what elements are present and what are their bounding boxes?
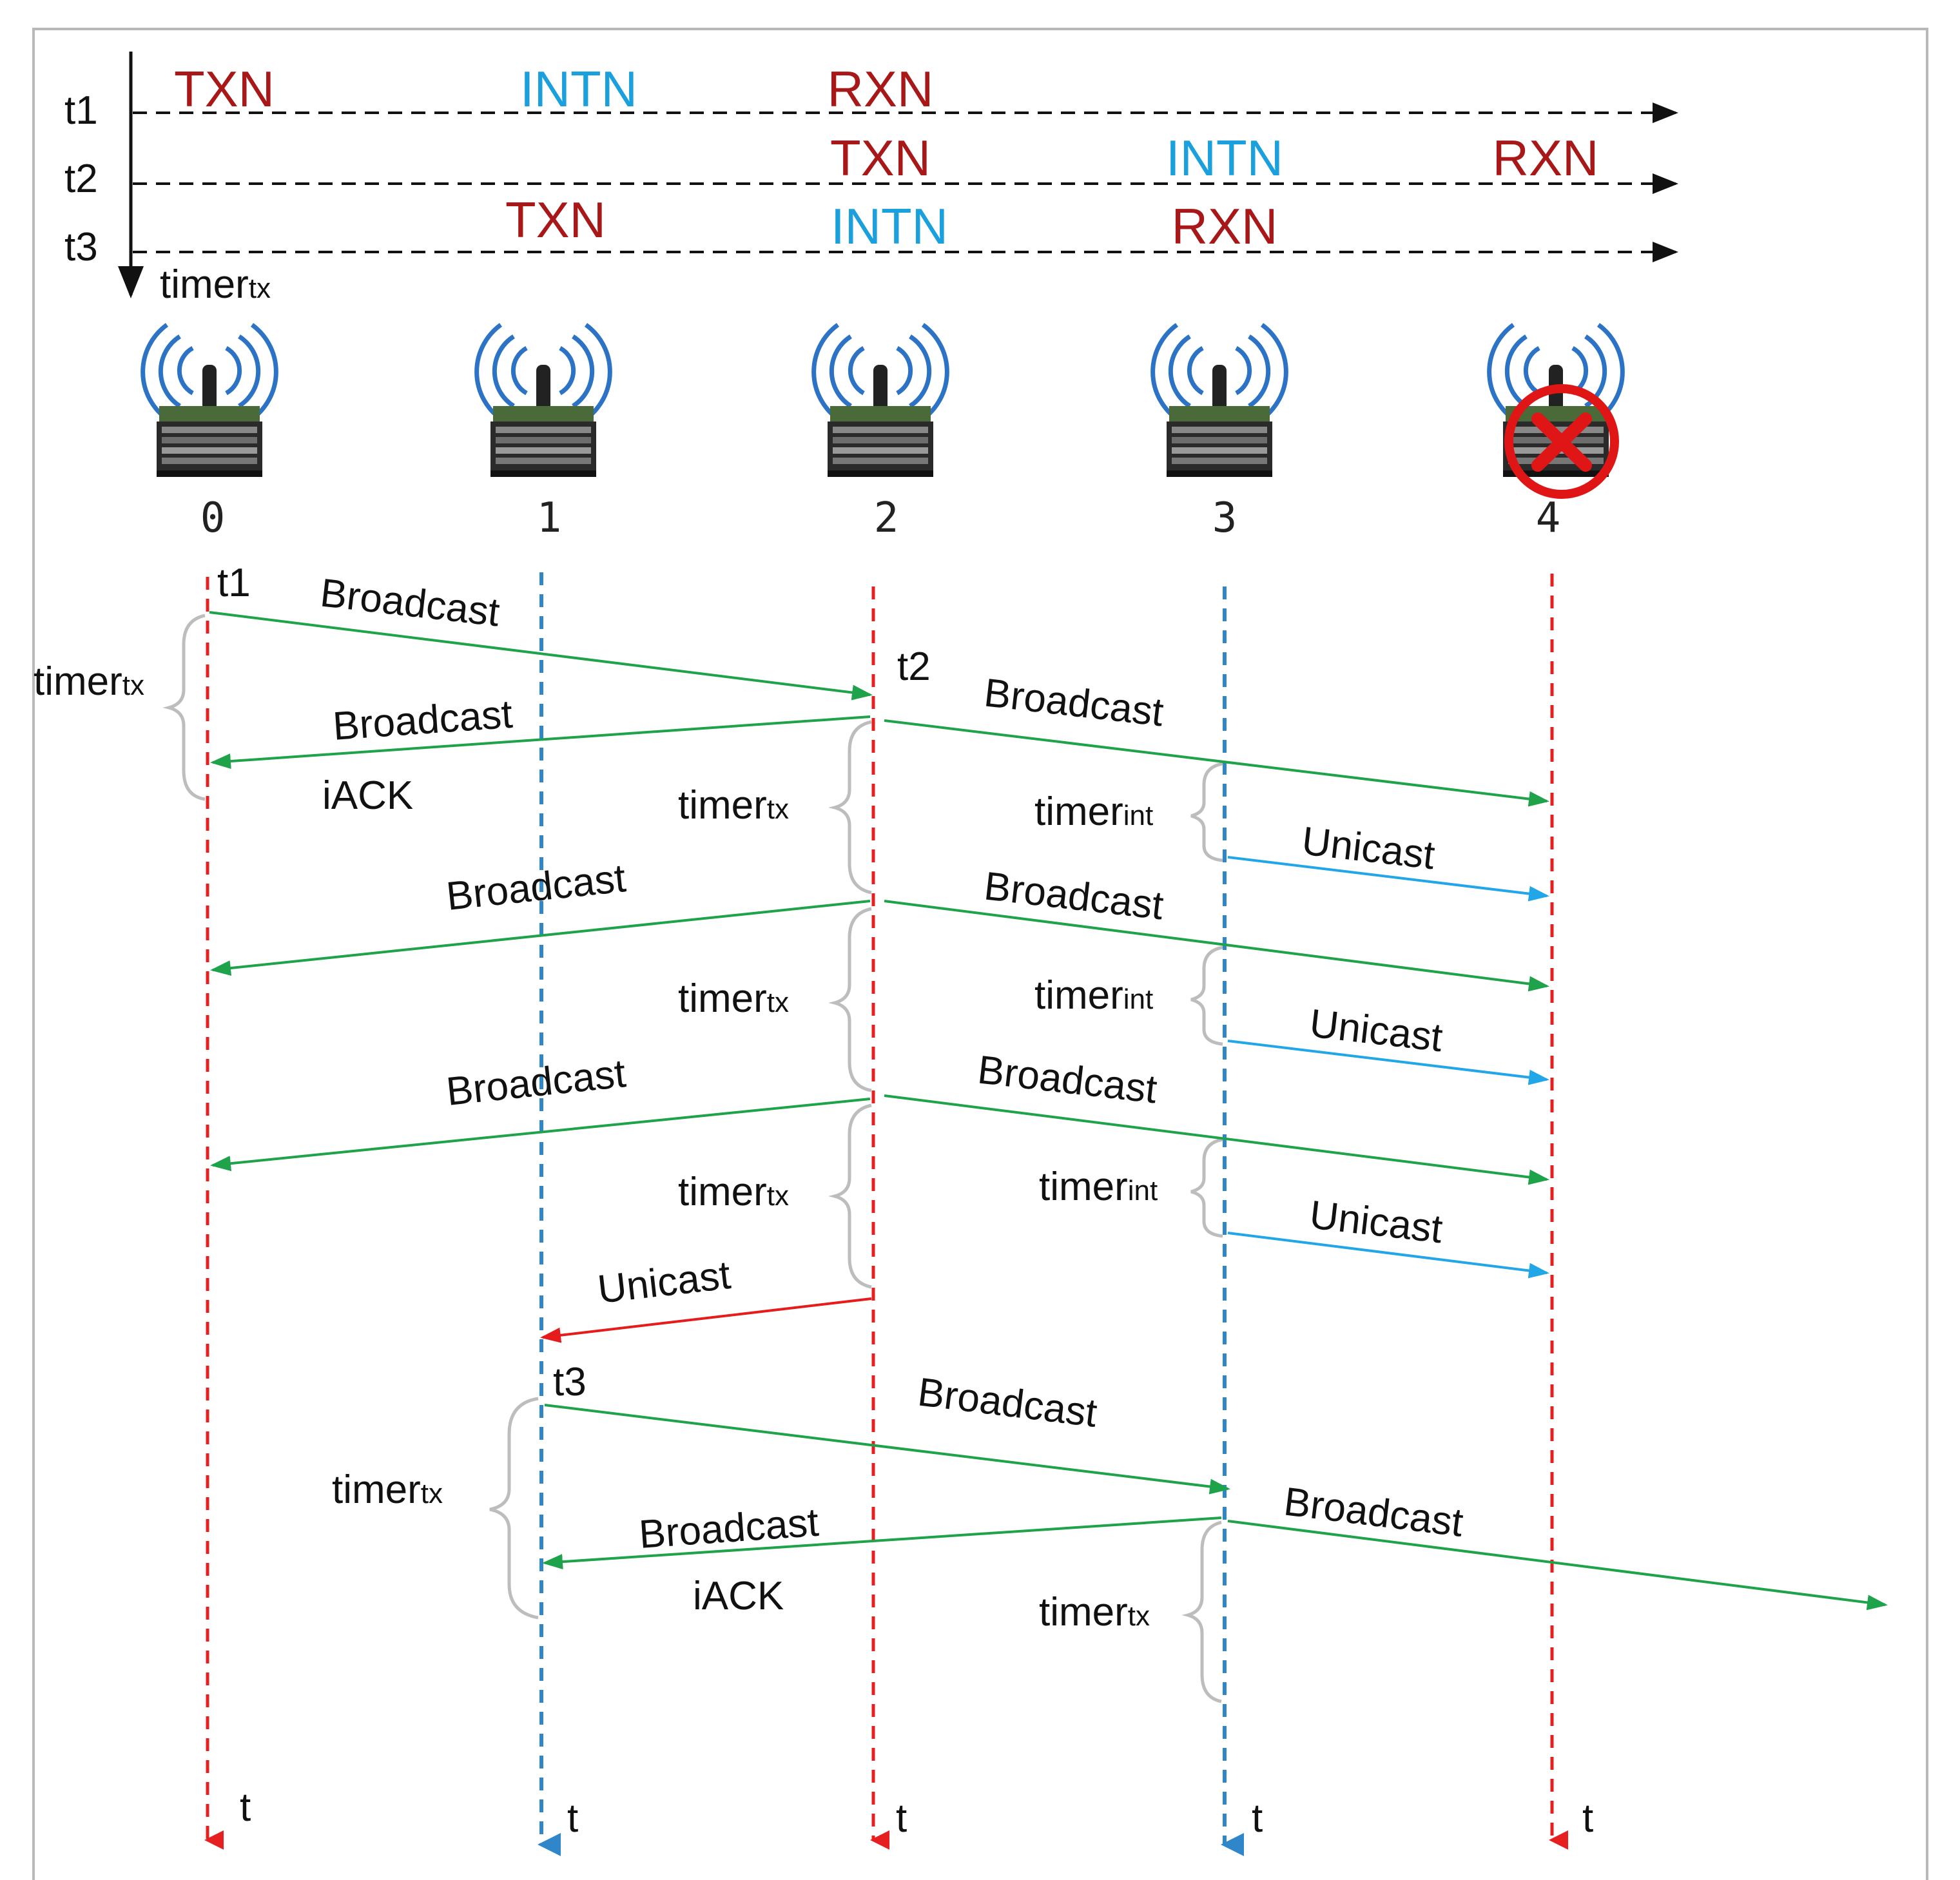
wireless-node-icon bbox=[477, 325, 610, 477]
broadcast-label: Broadcast bbox=[982, 670, 1165, 735]
broadcast-label: Broadcast bbox=[975, 1047, 1159, 1112]
broadcast-label: Broadcast bbox=[318, 570, 501, 635]
node-1: 1 bbox=[477, 325, 610, 542]
timeline-row-label: t1 bbox=[64, 88, 98, 133]
unicast-arrow bbox=[1227, 1232, 1549, 1279]
timeline-panel: timertx t1 TXN INTN RXN t2 TXN INTN RXN … bbox=[64, 52, 1678, 307]
timer-braces bbox=[162, 614, 1223, 1703]
lifeline-end-label: t bbox=[1582, 1796, 1593, 1841]
frame-border bbox=[32, 28, 1928, 1880]
state-txn: TXN bbox=[174, 61, 275, 117]
state-txn: TXN bbox=[830, 130, 931, 186]
lifeline-end-label: t bbox=[1252, 1796, 1263, 1841]
message-labels: Broadcast Broadcast iACK Broadcast Unica… bbox=[318, 570, 1465, 1618]
timeline-row-label: t2 bbox=[64, 157, 98, 201]
unicast-arrow bbox=[540, 1297, 872, 1343]
timer-brace bbox=[489, 1397, 539, 1620]
iack-label: iACK bbox=[693, 1574, 784, 1618]
node-label: 2 bbox=[874, 494, 899, 542]
iack-label: iACK bbox=[322, 773, 413, 818]
node-label: 0 bbox=[200, 494, 226, 542]
broadcast-arrow bbox=[884, 900, 1549, 992]
start-label-t2: t2 bbox=[897, 644, 931, 689]
state-rxn: RXN bbox=[1172, 198, 1278, 255]
broadcast-arrow bbox=[1227, 1520, 1888, 1611]
timer-int-label: timerint bbox=[1034, 973, 1153, 1018]
timer-tx-label: timertx bbox=[332, 1468, 443, 1512]
message-arrows bbox=[209, 611, 1888, 1611]
broadcast-arrow bbox=[884, 1094, 1549, 1185]
lifeline-end-label: t bbox=[896, 1796, 907, 1841]
unicast-arrow bbox=[1227, 1040, 1549, 1085]
timer-brace bbox=[1190, 945, 1223, 1046]
node-2: 2 bbox=[814, 325, 947, 542]
state-rxn: RXN bbox=[1493, 130, 1599, 186]
timer-tx-label: timertx bbox=[678, 1170, 789, 1214]
wireless-node-icon bbox=[143, 325, 277, 477]
timeline-row-t2: t2 TXN INTN RXN bbox=[64, 130, 1678, 201]
time-axis-label: timertx bbox=[160, 262, 271, 307]
broadcast-label: Broadcast bbox=[982, 864, 1165, 928]
node-3: 3 bbox=[1153, 325, 1286, 542]
timer-brace bbox=[1190, 1138, 1223, 1238]
state-intn: INTN bbox=[520, 61, 637, 117]
broadcast-label: Broadcast bbox=[915, 1370, 1099, 1436]
wireless-node-icon bbox=[814, 325, 947, 477]
timer-brace bbox=[1190, 762, 1223, 862]
state-intn: INTN bbox=[1166, 130, 1283, 186]
node-label: 4 bbox=[1536, 494, 1561, 542]
timeline-row-t3: t3 TXN INTN RXN bbox=[64, 191, 1678, 269]
broadcast-label: Broadcast bbox=[444, 1051, 628, 1114]
broadcast-arrow bbox=[210, 900, 871, 976]
broadcast-arrow bbox=[209, 611, 873, 701]
timer-brace bbox=[828, 907, 872, 1092]
node-label: 1 bbox=[537, 494, 562, 542]
timeline-row-t1: t1 TXN INTN RXN bbox=[64, 61, 1678, 133]
broadcast-arrow bbox=[884, 719, 1549, 807]
start-label-t3: t3 bbox=[553, 1360, 587, 1404]
broadcast-arrow bbox=[544, 1404, 1230, 1495]
start-label-t1: t1 bbox=[217, 561, 251, 605]
state-rxn: RXN bbox=[828, 61, 934, 117]
unicast-label: Unicast bbox=[1307, 1001, 1444, 1060]
timer-brace bbox=[1181, 1520, 1222, 1703]
broadcast-label: Broadcast bbox=[1281, 1479, 1465, 1546]
wireless-node-icon bbox=[1153, 325, 1286, 477]
failed-node-x-icon bbox=[1531, 412, 1592, 472]
timer-int-label: timerint bbox=[1039, 1165, 1158, 1209]
timer-int-label: timerint bbox=[1034, 790, 1153, 834]
node-label: 3 bbox=[1212, 494, 1237, 542]
timer-tx-label: timertx bbox=[678, 783, 789, 828]
broadcast-arrow bbox=[210, 1098, 871, 1172]
node-4: 4 bbox=[1489, 325, 1623, 542]
unicast-arrow bbox=[1227, 856, 1549, 902]
state-txn: TXN bbox=[505, 191, 606, 248]
timeline-row-label: t3 bbox=[64, 225, 98, 269]
lifelines bbox=[204, 572, 1568, 1856]
broadcast-arrow bbox=[542, 1517, 1222, 1570]
timer-brace bbox=[828, 1103, 872, 1289]
timer-tx-label: timertx bbox=[1039, 1590, 1150, 1634]
state-intn: INTN bbox=[831, 198, 948, 255]
lifeline-end-label: t bbox=[240, 1785, 251, 1830]
broadcast-arrow bbox=[210, 715, 871, 770]
unicast-label: Unicast bbox=[1307, 1192, 1444, 1252]
broadcast-label: Broadcast bbox=[444, 856, 628, 919]
broadcast-label: Broadcast bbox=[331, 692, 514, 749]
node-0: 0 bbox=[143, 325, 277, 542]
timer-labels: timertx timertx timertx timertx timerint… bbox=[34, 659, 1158, 1634]
lifeline-end-label: t bbox=[567, 1796, 578, 1841]
timer-brace bbox=[162, 614, 206, 801]
timer-brace bbox=[828, 720, 872, 895]
broadcast-label: Broadcast bbox=[637, 1500, 820, 1557]
failed-node-circle-icon bbox=[1504, 384, 1619, 499]
timer-tx-label: timertx bbox=[678, 976, 789, 1021]
unicast-label: Unicast bbox=[596, 1253, 733, 1312]
timer-tx-label: timertx bbox=[34, 659, 144, 704]
